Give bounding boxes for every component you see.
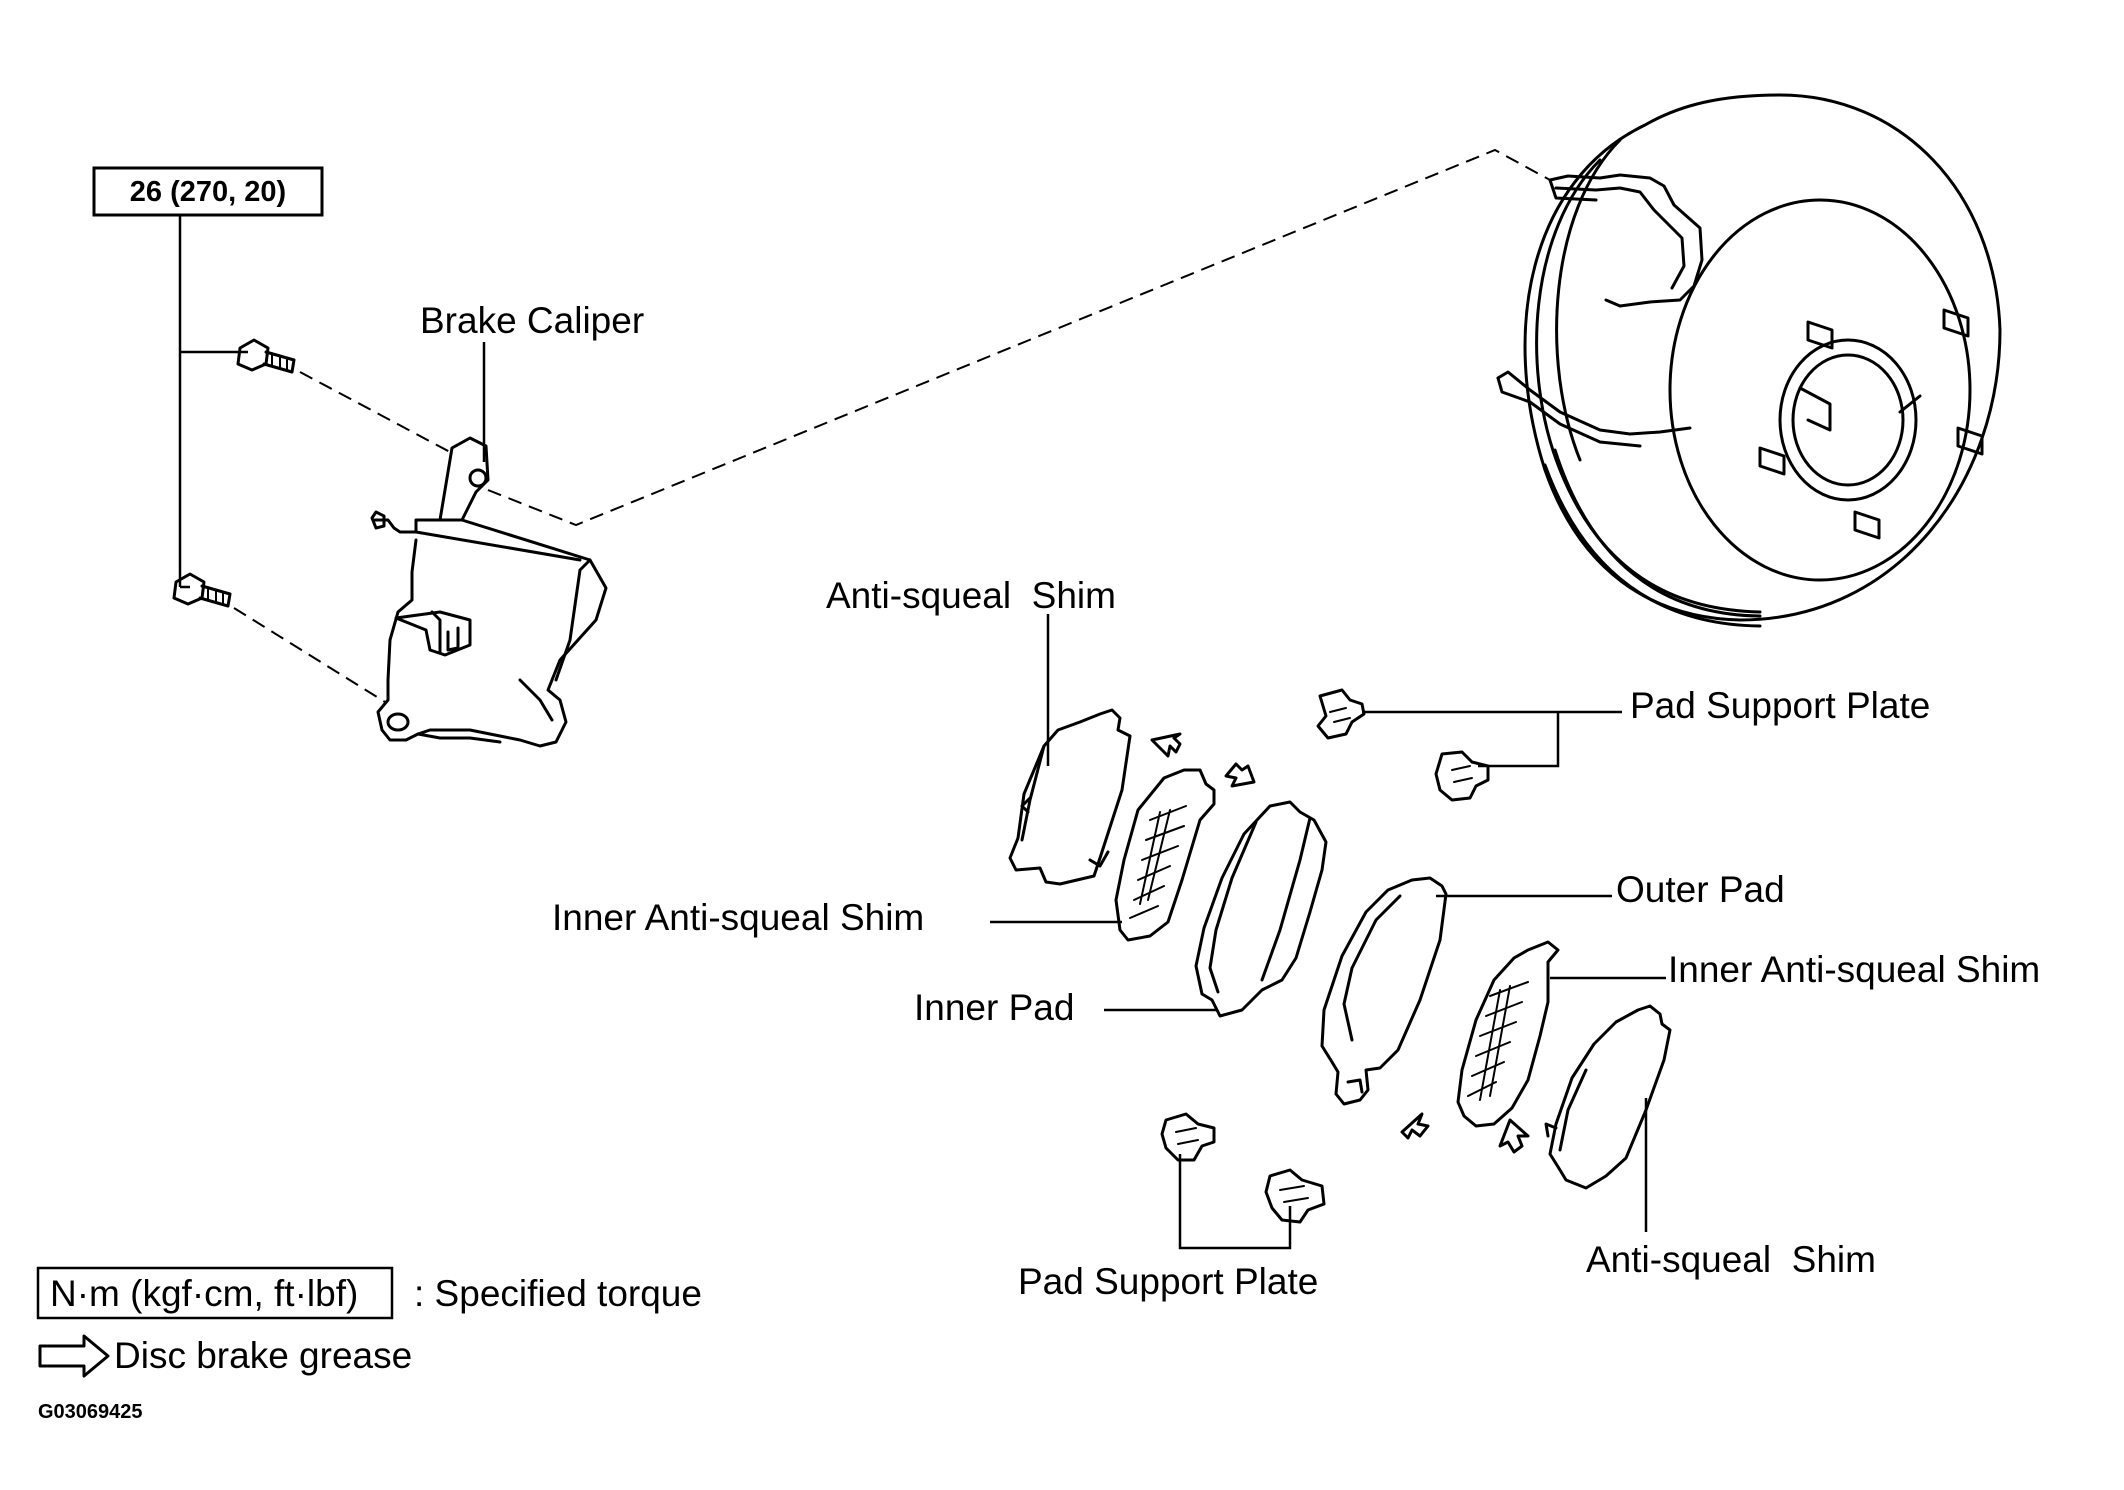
grease-arrows-right xyxy=(1400,1112,1530,1154)
inner-anti-squeal-shim-right xyxy=(1456,940,1560,1128)
pad-support-plate-bottom-1 xyxy=(1160,1112,1216,1162)
brake-caliper xyxy=(370,436,608,748)
pad-support-plate-bottom-2 xyxy=(1264,1168,1326,1224)
lower-bolt xyxy=(172,572,232,608)
label-inner-pad: Inner Pad xyxy=(914,987,1074,1028)
torque-value: 26 (270, 20) xyxy=(130,176,286,208)
lower-bolt-dashline xyxy=(233,607,386,703)
grease-arrows-left xyxy=(1150,732,1256,788)
pad-support-plate-bottom-leader xyxy=(1178,1154,1292,1250)
unit-box-text: N·m (kgf·cm, ft·lbf) xyxy=(50,1273,358,1314)
unit-box xyxy=(36,1266,394,1320)
label-brake-caliper: Brake Caliper xyxy=(420,300,644,341)
label-pad-support-plate-top: Pad Support Plate xyxy=(1630,685,1930,726)
torque-box xyxy=(92,166,324,217)
label-inner-anti-squeal-shim-right: Inner Anti-squeal Shim xyxy=(1668,949,2040,990)
label-anti-squeal-shim-top: Anti-squeal Shim xyxy=(826,575,1116,616)
anti-squeal-shim-outer-side xyxy=(1544,1004,1672,1190)
inner-pad xyxy=(1194,800,1328,1018)
disc-brake-grease-text: Disc brake grease xyxy=(114,1335,412,1376)
specified-torque-text: : Specified torque xyxy=(414,1273,702,1314)
upper-bolt-dashline xyxy=(299,371,451,453)
torque-callout: 26 (270, 20) xyxy=(92,166,324,589)
grease-arrow-icon xyxy=(38,1334,110,1378)
label-inner-anti-squeal-shim-left: Inner Anti-squeal Shim xyxy=(552,897,924,938)
legend: N·m (kgf·cm, ft·lbf) : Specified torque … xyxy=(36,1266,702,1423)
caliper-to-rotor-dashline xyxy=(487,148,1551,527)
upper-bolt xyxy=(236,338,296,374)
inner-anti-squeal-shim-left xyxy=(1114,768,1216,942)
label-anti-squeal-shim-bottom: Anti-squeal Shim xyxy=(1586,1239,1876,1280)
pad-support-plate-top-2 xyxy=(1434,750,1490,802)
torque-leader xyxy=(178,215,248,589)
label-pad-support-plate-bottom: Pad Support Plate xyxy=(1018,1261,1318,1302)
pad-support-plate-top-leader xyxy=(1362,710,1622,768)
figure-id: G03069425 xyxy=(38,1401,143,1423)
anti-squeal-shim-inner-side xyxy=(1008,708,1132,886)
caliper-mounting-bracket xyxy=(1496,173,1704,448)
label-outer-pad: Outer Pad xyxy=(1616,869,1785,910)
pad-support-plate-top-1 xyxy=(1316,688,1366,740)
wheel-studs xyxy=(1758,308,1984,540)
brake-rotor xyxy=(1496,93,2002,628)
outer-pad xyxy=(1320,876,1448,1106)
